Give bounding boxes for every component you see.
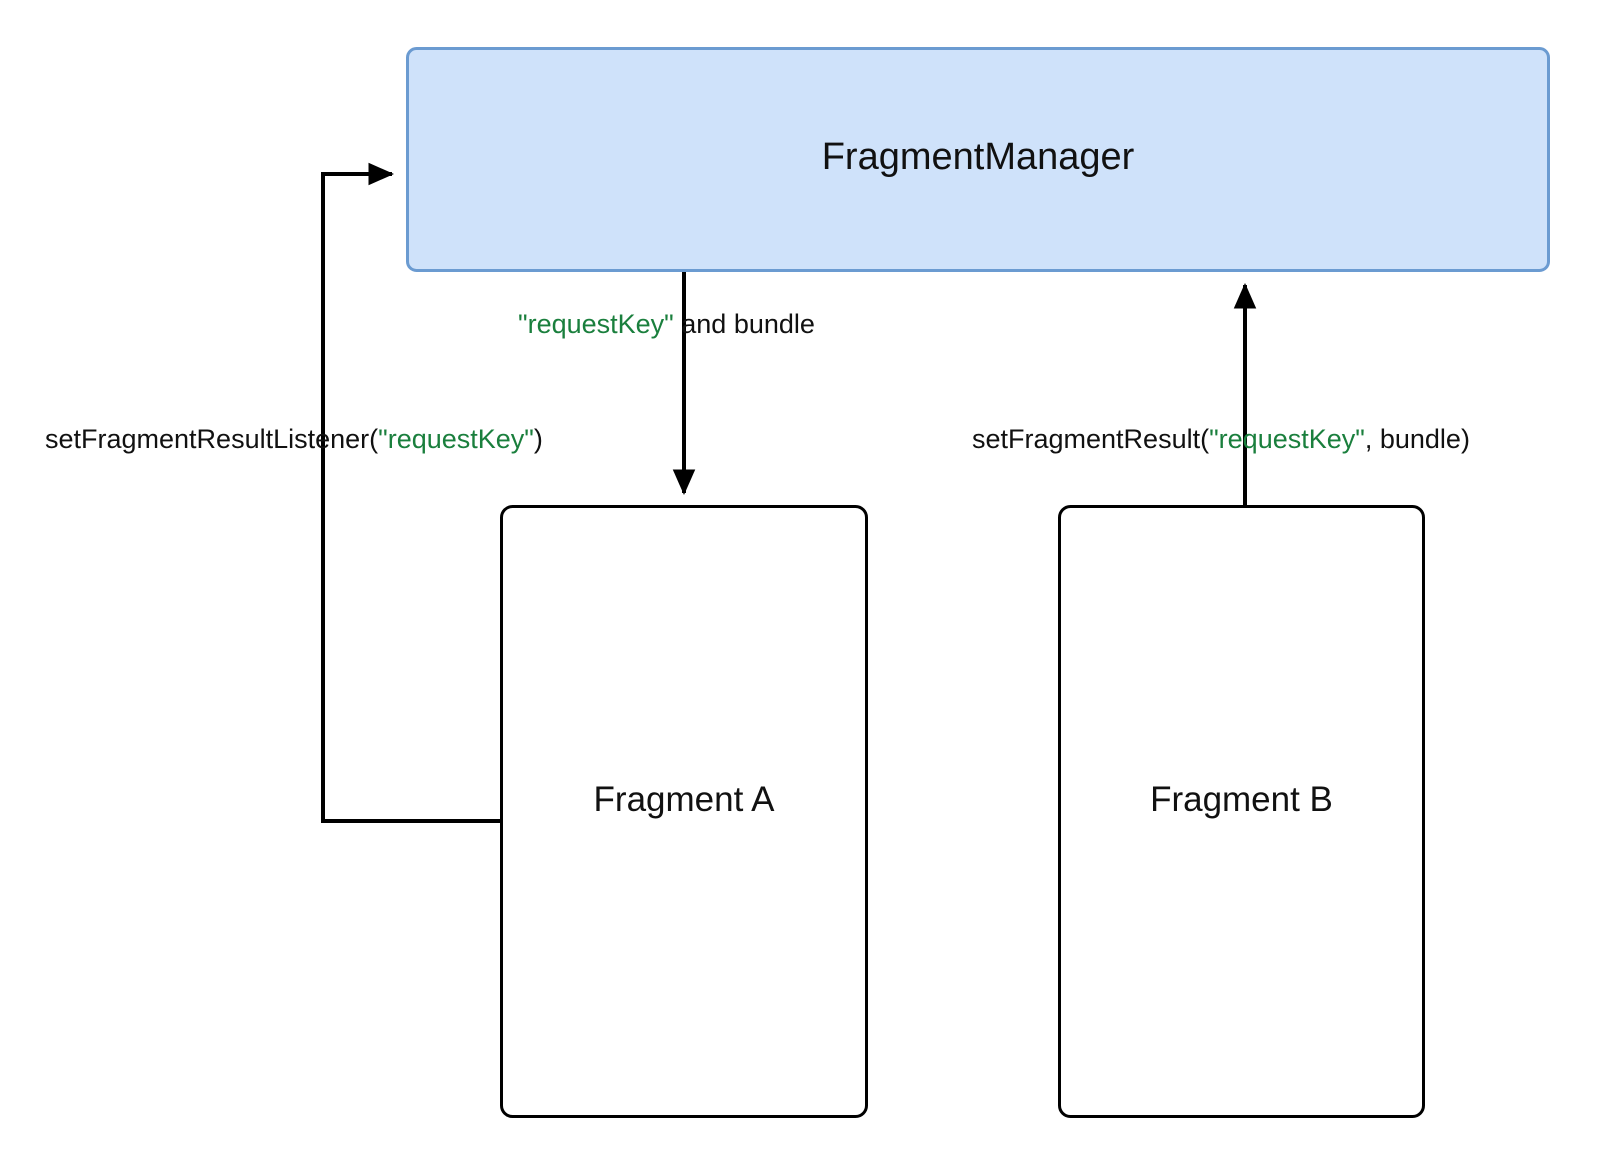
- listener-call-suffix: ): [533, 424, 543, 454]
- request-key-literal: "requestKey": [1209, 424, 1365, 454]
- listener-call-prefix: setFragmentResultListener(: [45, 424, 379, 454]
- edge-label-deliver-result: "requestKey" and bundle: [518, 307, 815, 341]
- set-result-call-prefix: setFragmentResult(: [972, 424, 1210, 454]
- set-result-call-suffix: , bundle): [1364, 424, 1470, 454]
- node-fragment-a[interactable]: [500, 505, 868, 1118]
- node-fragment-b[interactable]: [1058, 505, 1425, 1118]
- edge-label-listener: setFragmentResultListener("requestKey"): [45, 422, 543, 456]
- node-fragment-manager[interactable]: [406, 47, 1550, 272]
- edge-label-set-result: setFragmentResult("requestKey", bundle): [972, 422, 1470, 456]
- request-key-literal: "requestKey": [518, 309, 674, 339]
- edge-listener-path: [321, 162, 500, 823]
- deliver-result-suffix: and bundle: [673, 309, 815, 339]
- request-key-literal: "requestKey": [378, 424, 534, 454]
